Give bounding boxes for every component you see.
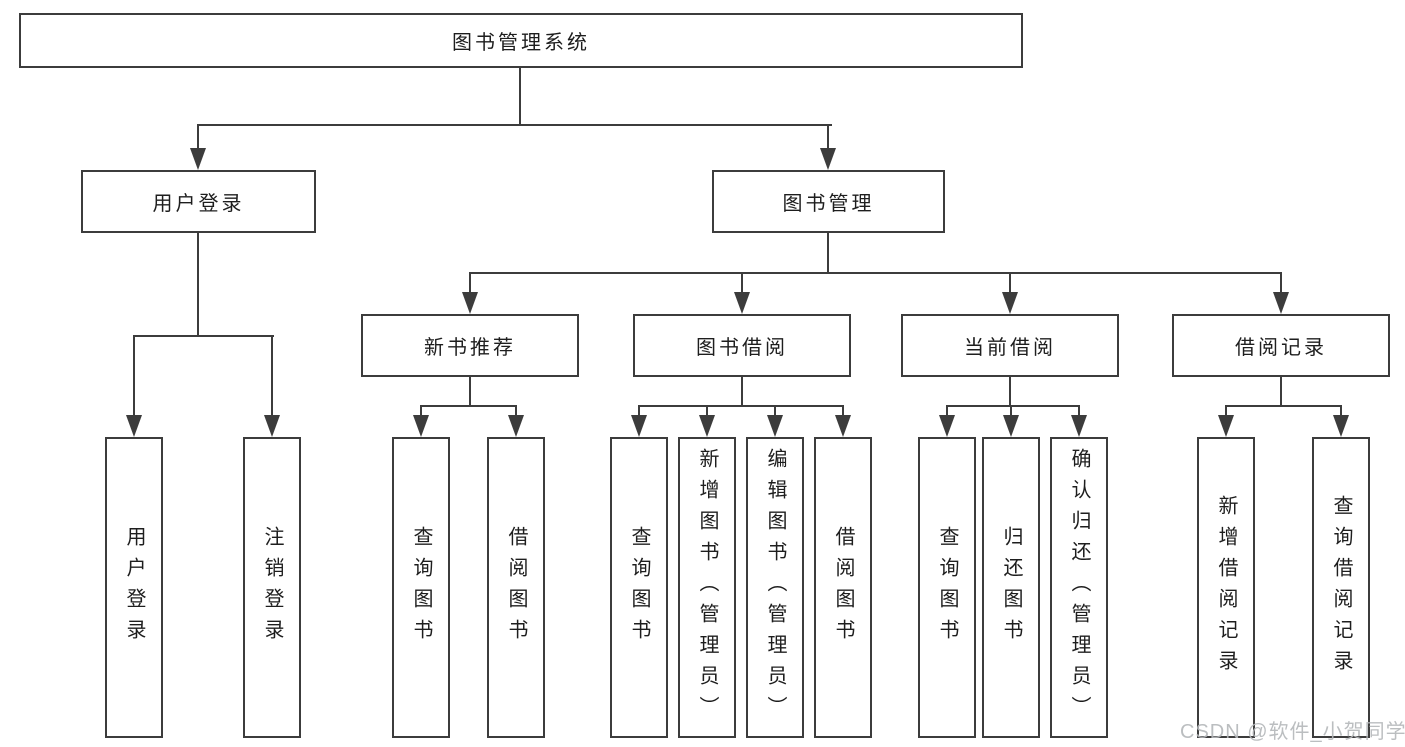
connector-line (741, 375, 743, 407)
node-root: 图书管理系统 (19, 13, 1023, 68)
connector-line (1280, 375, 1282, 407)
arrowhead-icon (1273, 292, 1289, 314)
leaf-add-borrow-record: 新增借阅记录 (1197, 437, 1255, 738)
leaf-edit-book-admin-label: 编辑图书（管理员） (764, 448, 786, 727)
node-new-book-recommend: 新书推荐 (361, 314, 579, 377)
arrowhead-icon (631, 415, 647, 437)
leaf-user-login: 用户登录 (105, 437, 163, 738)
leaf-add-book-admin: 新增图书（管理员） (678, 437, 736, 738)
connector-line (827, 124, 829, 150)
connector-line (1225, 405, 1227, 417)
node-new-book-recommend-label: 新书推荐 (424, 337, 516, 359)
node-book-borrow-label: 图书借阅 (696, 337, 788, 359)
csdn-watermark: CSDN @软件_小贺同学 (1180, 721, 1405, 743)
connector-line (827, 231, 829, 274)
leaf-query-book-borrow: 查询图书 (610, 437, 668, 738)
leaf-borrow-book: 借阅图书 (814, 437, 872, 738)
connector-line (774, 405, 776, 417)
leaf-return-book-label: 归还图书 (1000, 525, 1022, 650)
arrowhead-icon (820, 148, 836, 170)
arrowhead-icon (1003, 415, 1019, 437)
arrowhead-icon (939, 415, 955, 437)
node-current-borrow-label: 当前借阅 (964, 337, 1056, 359)
leaf-add-book-admin-label: 新增图书（管理员） (696, 448, 718, 727)
connector-line (638, 405, 640, 417)
leaf-query-book-current-label: 查询图书 (936, 525, 958, 650)
arrowhead-icon (1071, 415, 1087, 437)
connector-line (706, 405, 708, 417)
connector-line (271, 335, 273, 417)
leaf-query-book-recommend: 查询图书 (392, 437, 450, 738)
node-user-login: 用户登录 (81, 170, 316, 233)
connector-line (469, 272, 471, 294)
connector-line (420, 405, 422, 417)
connector-line (1340, 405, 1342, 417)
node-book-management-label: 图书管理 (782, 193, 875, 215)
connector-line (197, 124, 832, 126)
leaf-query-borrow-record: 查询借阅记录 (1312, 437, 1370, 738)
connector-line (946, 405, 1080, 407)
connector-line (946, 405, 948, 417)
connector-line (133, 335, 135, 417)
leaf-query-book-borrow-label: 查询图书 (628, 525, 650, 650)
leaf-borrow-book-recommend-label: 借阅图书 (505, 525, 527, 650)
arrowhead-icon (1002, 292, 1018, 314)
connector-line (469, 272, 1282, 274)
leaf-add-borrow-record-label: 新增借阅记录 (1215, 494, 1237, 681)
connector-line (842, 405, 844, 417)
node-book-management: 图书管理 (712, 170, 945, 233)
connector-line (515, 405, 517, 417)
arrowhead-icon (413, 415, 429, 437)
leaf-query-book-recommend-label: 查询图书 (410, 525, 432, 650)
connector-line (741, 272, 743, 294)
arrowhead-icon (190, 148, 206, 170)
connector-line (197, 124, 199, 150)
arrowhead-icon (835, 415, 851, 437)
node-user-login-label: 用户登录 (152, 193, 245, 215)
connector-line (133, 335, 274, 337)
node-current-borrow: 当前借阅 (901, 314, 1119, 377)
connector-line (197, 231, 199, 336)
connector-line (638, 405, 844, 407)
leaf-borrow-book-recommend: 借阅图书 (487, 437, 545, 738)
connector-line (469, 375, 471, 407)
arrowhead-icon (1333, 415, 1349, 437)
leaf-return-book: 归还图书 (982, 437, 1040, 738)
arrowhead-icon (462, 292, 478, 314)
connector-line (420, 405, 517, 407)
leaf-borrow-book-label: 借阅图书 (832, 525, 854, 650)
leaf-confirm-return-admin-label: 确认归还（管理员） (1068, 448, 1090, 727)
leaf-edit-book-admin: 编辑图书（管理员） (746, 437, 804, 738)
leaf-query-book-current: 查询图书 (918, 437, 976, 738)
arrowhead-icon (508, 415, 524, 437)
node-borrow-records: 借阅记录 (1172, 314, 1390, 377)
arrowhead-icon (126, 415, 142, 437)
leaf-confirm-return-admin: 确认归还（管理员） (1050, 437, 1108, 738)
connector-line (1010, 405, 1012, 417)
arrowhead-icon (699, 415, 715, 437)
arrowhead-icon (264, 415, 280, 437)
arrowhead-icon (1218, 415, 1234, 437)
connector-line (519, 68, 521, 125)
leaf-logout-label: 注销登录 (261, 525, 283, 650)
node-book-borrow: 图书借阅 (633, 314, 851, 377)
arrowhead-icon (767, 415, 783, 437)
leaf-user-login-label: 用户登录 (123, 525, 145, 650)
leaf-query-borrow-record-label: 查询借阅记录 (1330, 494, 1352, 681)
node-borrow-records-label: 借阅记录 (1235, 337, 1327, 359)
leaf-logout: 注销登录 (243, 437, 301, 738)
connector-line (1009, 375, 1011, 407)
connector-line (1280, 272, 1282, 294)
arrowhead-icon (734, 292, 750, 314)
node-root-label: 图书管理系统 (452, 32, 590, 54)
connector-line (1078, 405, 1080, 417)
connector-line (1225, 405, 1342, 407)
connector-line (1009, 272, 1011, 294)
